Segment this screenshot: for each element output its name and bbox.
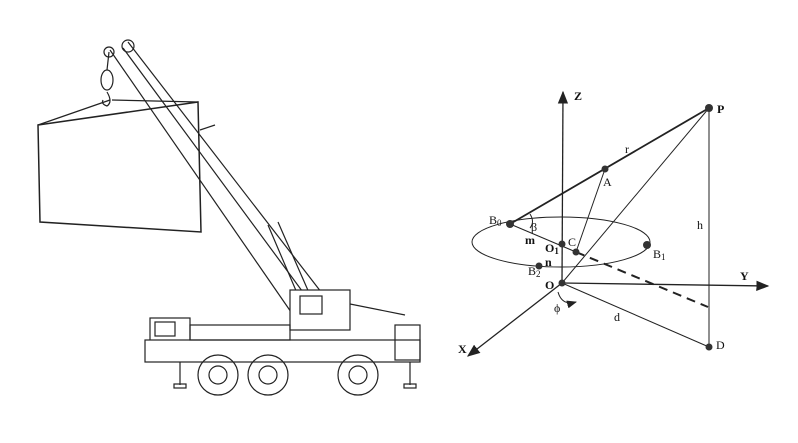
label-o1: O1 bbox=[545, 241, 559, 256]
x-axis bbox=[466, 282, 563, 357]
label-h: h bbox=[697, 218, 703, 232]
dashed-projection bbox=[575, 251, 709, 308]
label-o: O bbox=[545, 278, 554, 292]
label-b0: B0 bbox=[489, 213, 502, 228]
base-circle bbox=[471, 216, 651, 268]
label-b1: B1 bbox=[653, 247, 666, 262]
label-x: X bbox=[458, 342, 467, 356]
label-d-point: D bbox=[716, 338, 725, 352]
z-axis bbox=[557, 90, 569, 284]
label-a: A bbox=[603, 175, 612, 189]
load-panel bbox=[37, 101, 202, 233]
pulley bbox=[121, 39, 135, 53]
points bbox=[506, 104, 713, 351]
label-z: Z bbox=[574, 89, 582, 103]
crane-boom bbox=[109, 41, 406, 326]
label-n: n bbox=[545, 255, 552, 269]
label-c: C bbox=[568, 235, 576, 249]
label-beta: β bbox=[531, 220, 537, 234]
label-b2: B2 bbox=[528, 264, 541, 279]
label-y: Y bbox=[740, 269, 749, 283]
distance-d bbox=[561, 282, 710, 348]
wheels bbox=[197, 354, 379, 396]
boom-line-r bbox=[509, 107, 710, 225]
y-axis bbox=[561, 280, 770, 292]
label-d: d bbox=[614, 310, 620, 324]
label-phi: ϕ bbox=[554, 301, 560, 315]
label-m: m bbox=[525, 233, 535, 247]
label-p: P bbox=[717, 102, 724, 116]
label-r: r bbox=[625, 142, 629, 156]
